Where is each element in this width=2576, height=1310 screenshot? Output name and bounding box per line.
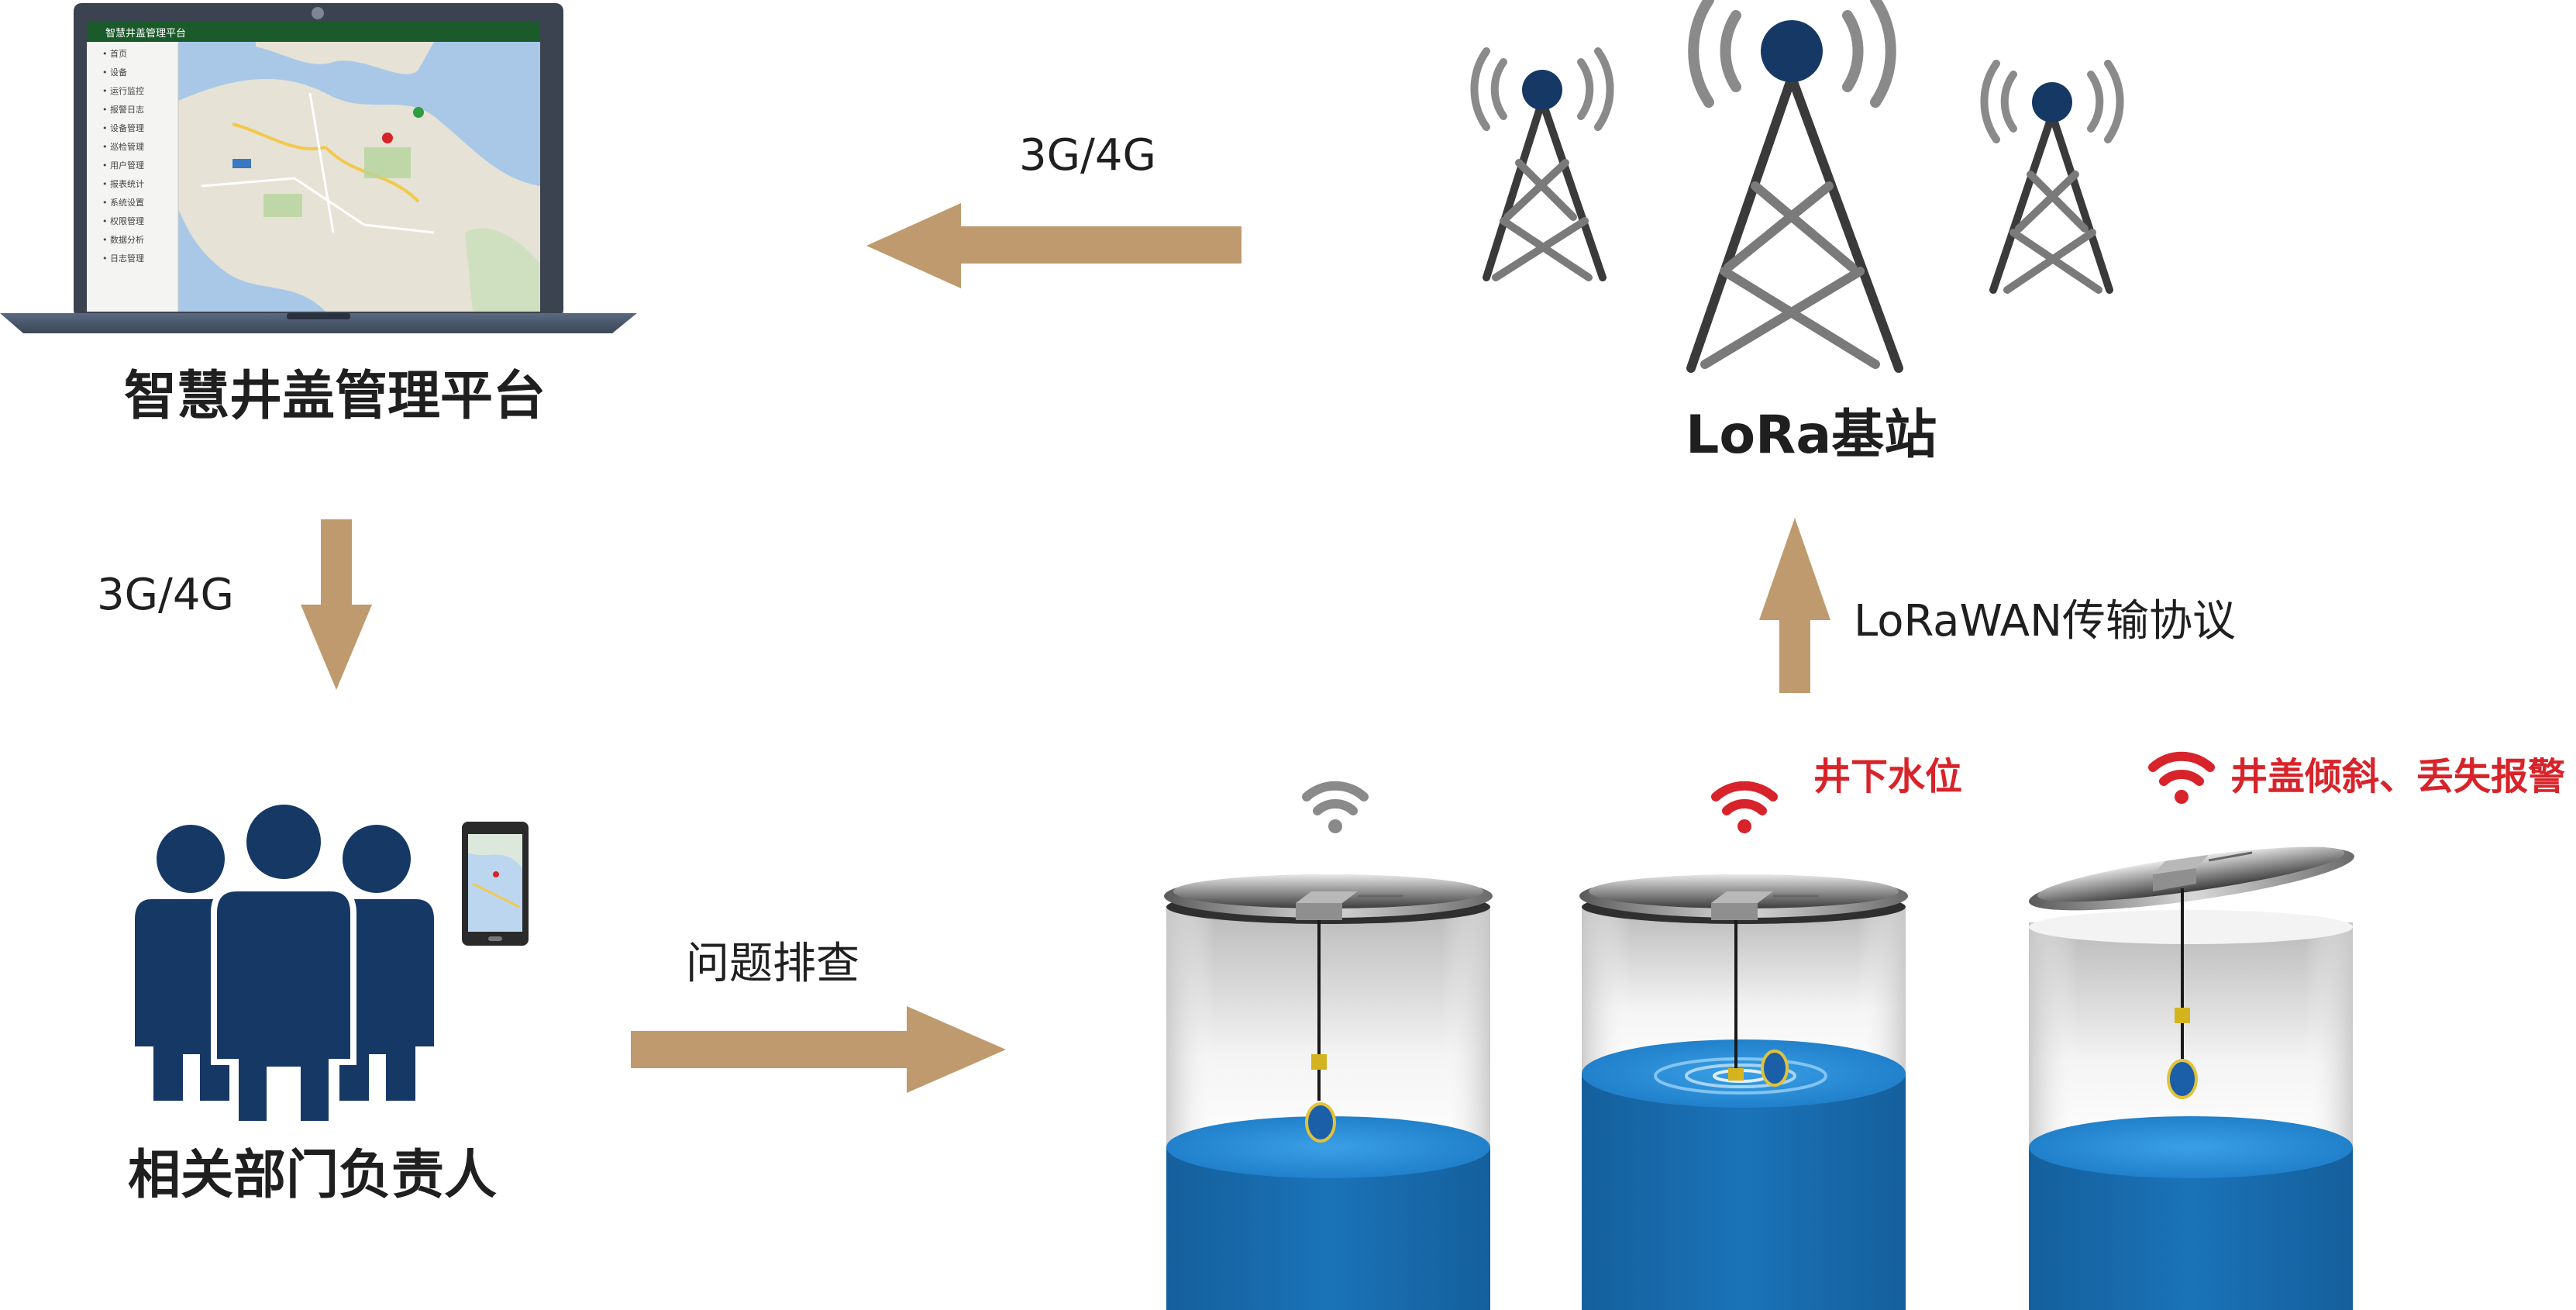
arrow-down-icon (301, 519, 372, 690)
tower-small-left-icon (1470, 47, 1614, 281)
menu-item[interactable]: • 数据分析 (102, 235, 144, 245)
laptop-icon (0, 3, 637, 333)
alert-label-water-level: 井下水位 (1813, 755, 1963, 798)
menu-item[interactable]: • 权限管理 (102, 216, 144, 226)
platform-title: 智慧井盖管理平台 (124, 366, 546, 427)
menu-item[interactable]: • 报警日志 (102, 105, 144, 115)
screen-title: 智慧井盖管理平台 (105, 28, 187, 40)
sensor-device-icon (1296, 891, 1403, 1143)
menu-item[interactable]: • 报表统计 (102, 179, 144, 189)
menu-item[interactable]: • 设备管理 (102, 123, 144, 133)
manhole-well-water-level (1579, 874, 1908, 1310)
screen-menu: • 首页 • 设备 • 运行监控 • 报警日志 • 设备管理 • 巡检管理 • … (87, 45, 178, 268)
menu-item[interactable]: • 巡检管理 (102, 142, 144, 152)
flow-label-station-to-platform: 3G/4G (1019, 130, 1156, 181)
phone-icon (462, 822, 529, 946)
wifi-signal-gray-icon (1302, 781, 1369, 833)
manhole-well-tilt-alarm (2028, 846, 2354, 1310)
flow-label-lorawan: LoRaWAN传输协议 (1854, 596, 2236, 646)
sensor-device-icon (1711, 891, 1818, 1087)
menu-item[interactable]: • 日志管理 (102, 253, 144, 264)
wifi-signal-red-icon (1711, 781, 1778, 833)
tower-large-icon (1686, 0, 1903, 373)
arrow-left-icon (866, 203, 1242, 288)
menu-item[interactable]: • 系统设置 (102, 198, 144, 208)
flow-label-problem-check: 问题排查 (686, 939, 859, 989)
manhole-well-normal (1164, 874, 1493, 1310)
menu-item[interactable]: • 用户管理 (102, 160, 144, 171)
base-station-title: LoRa基站 (1686, 405, 1937, 466)
sensor-device-icon (2153, 851, 2253, 1099)
flow-label-platform-to-departments: 3G/4G (97, 570, 234, 620)
alert-label-tilt-loss: 井盖倾斜、丢失报警 (2230, 755, 2566, 798)
menu-item[interactable]: • 首页 (102, 49, 127, 59)
tower-small-right-icon (1980, 60, 2124, 294)
menu-item[interactable]: • 设备 (102, 67, 127, 78)
departments-title: 相关部门负责人 (128, 1145, 498, 1206)
platform-screen: 智慧井盖管理平台 • 首页 • 设备 • 运行监控 • 报警日志 • 设备管理 … (87, 22, 540, 312)
wifi-signal-red-icon (2148, 751, 2215, 804)
arrow-up-icon (1759, 518, 1830, 693)
menu-item[interactable]: • 运行监控 (102, 86, 144, 96)
people-group-icon (135, 798, 434, 1127)
arrow-right-icon (631, 1006, 1006, 1093)
